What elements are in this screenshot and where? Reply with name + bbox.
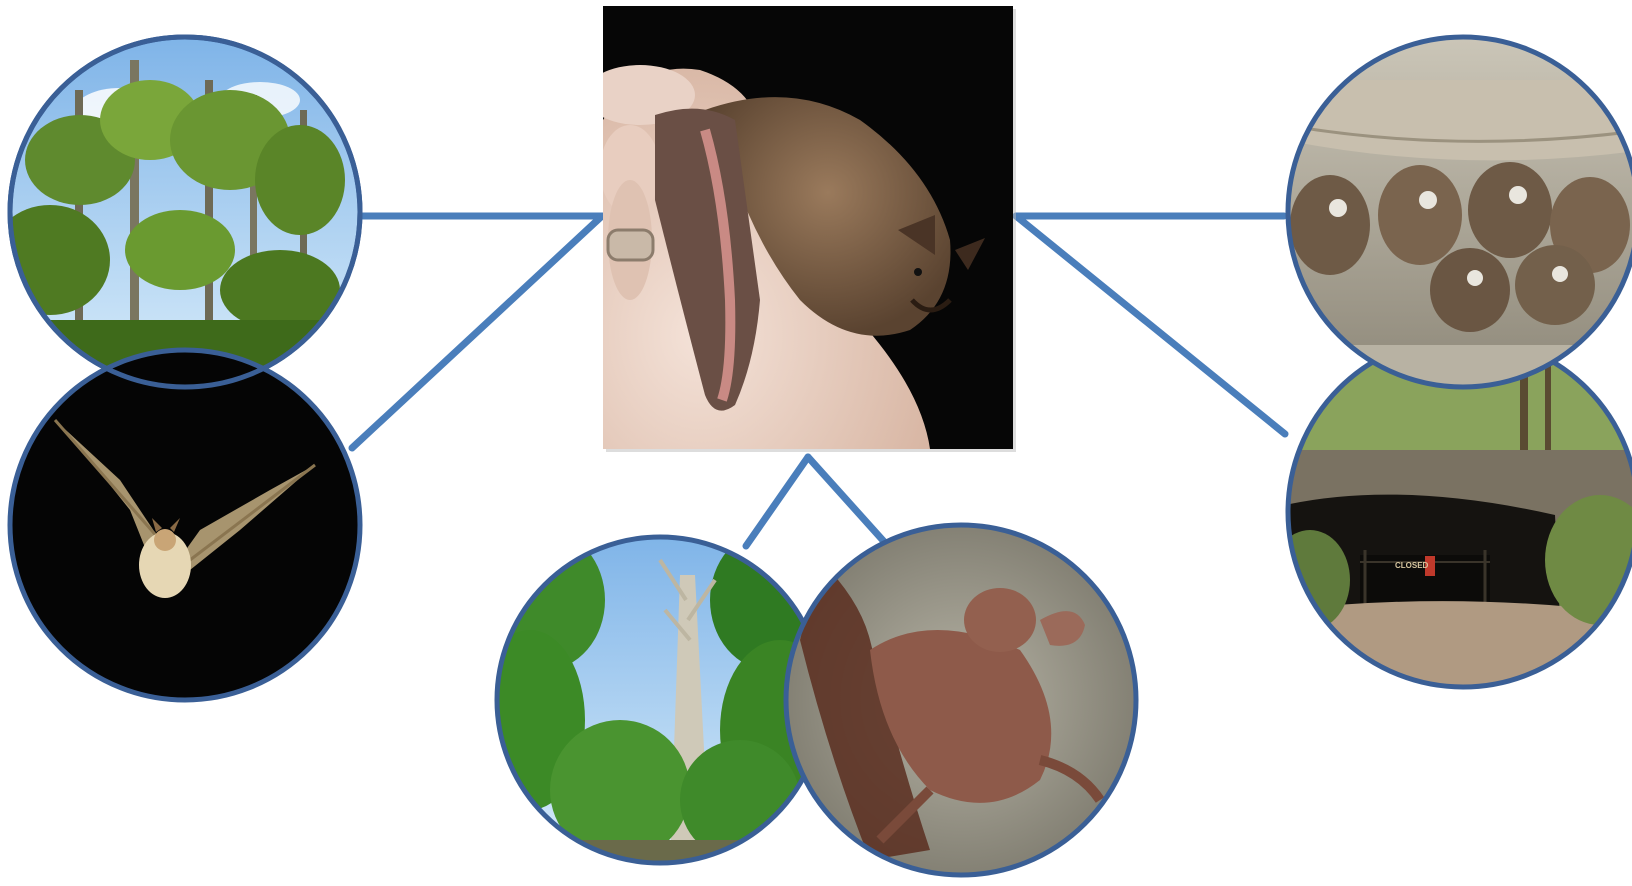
connector-line [808, 457, 888, 546]
hibernating-bat-cluster-photo [1285, 35, 1632, 395]
connector-line [1016, 216, 1285, 434]
cave-sign-label: CLOSED [1395, 561, 1429, 570]
gated-cave-entrance-photo: CLOSED [1270, 335, 1632, 700]
pup-bat-on-bark-photo [786, 525, 1136, 875]
bat-held-in-hand-photo [585, 6, 1016, 452]
connector-line [352, 216, 602, 448]
bat-in-flight-photo [8, 350, 363, 705]
connector-line [746, 457, 808, 546]
